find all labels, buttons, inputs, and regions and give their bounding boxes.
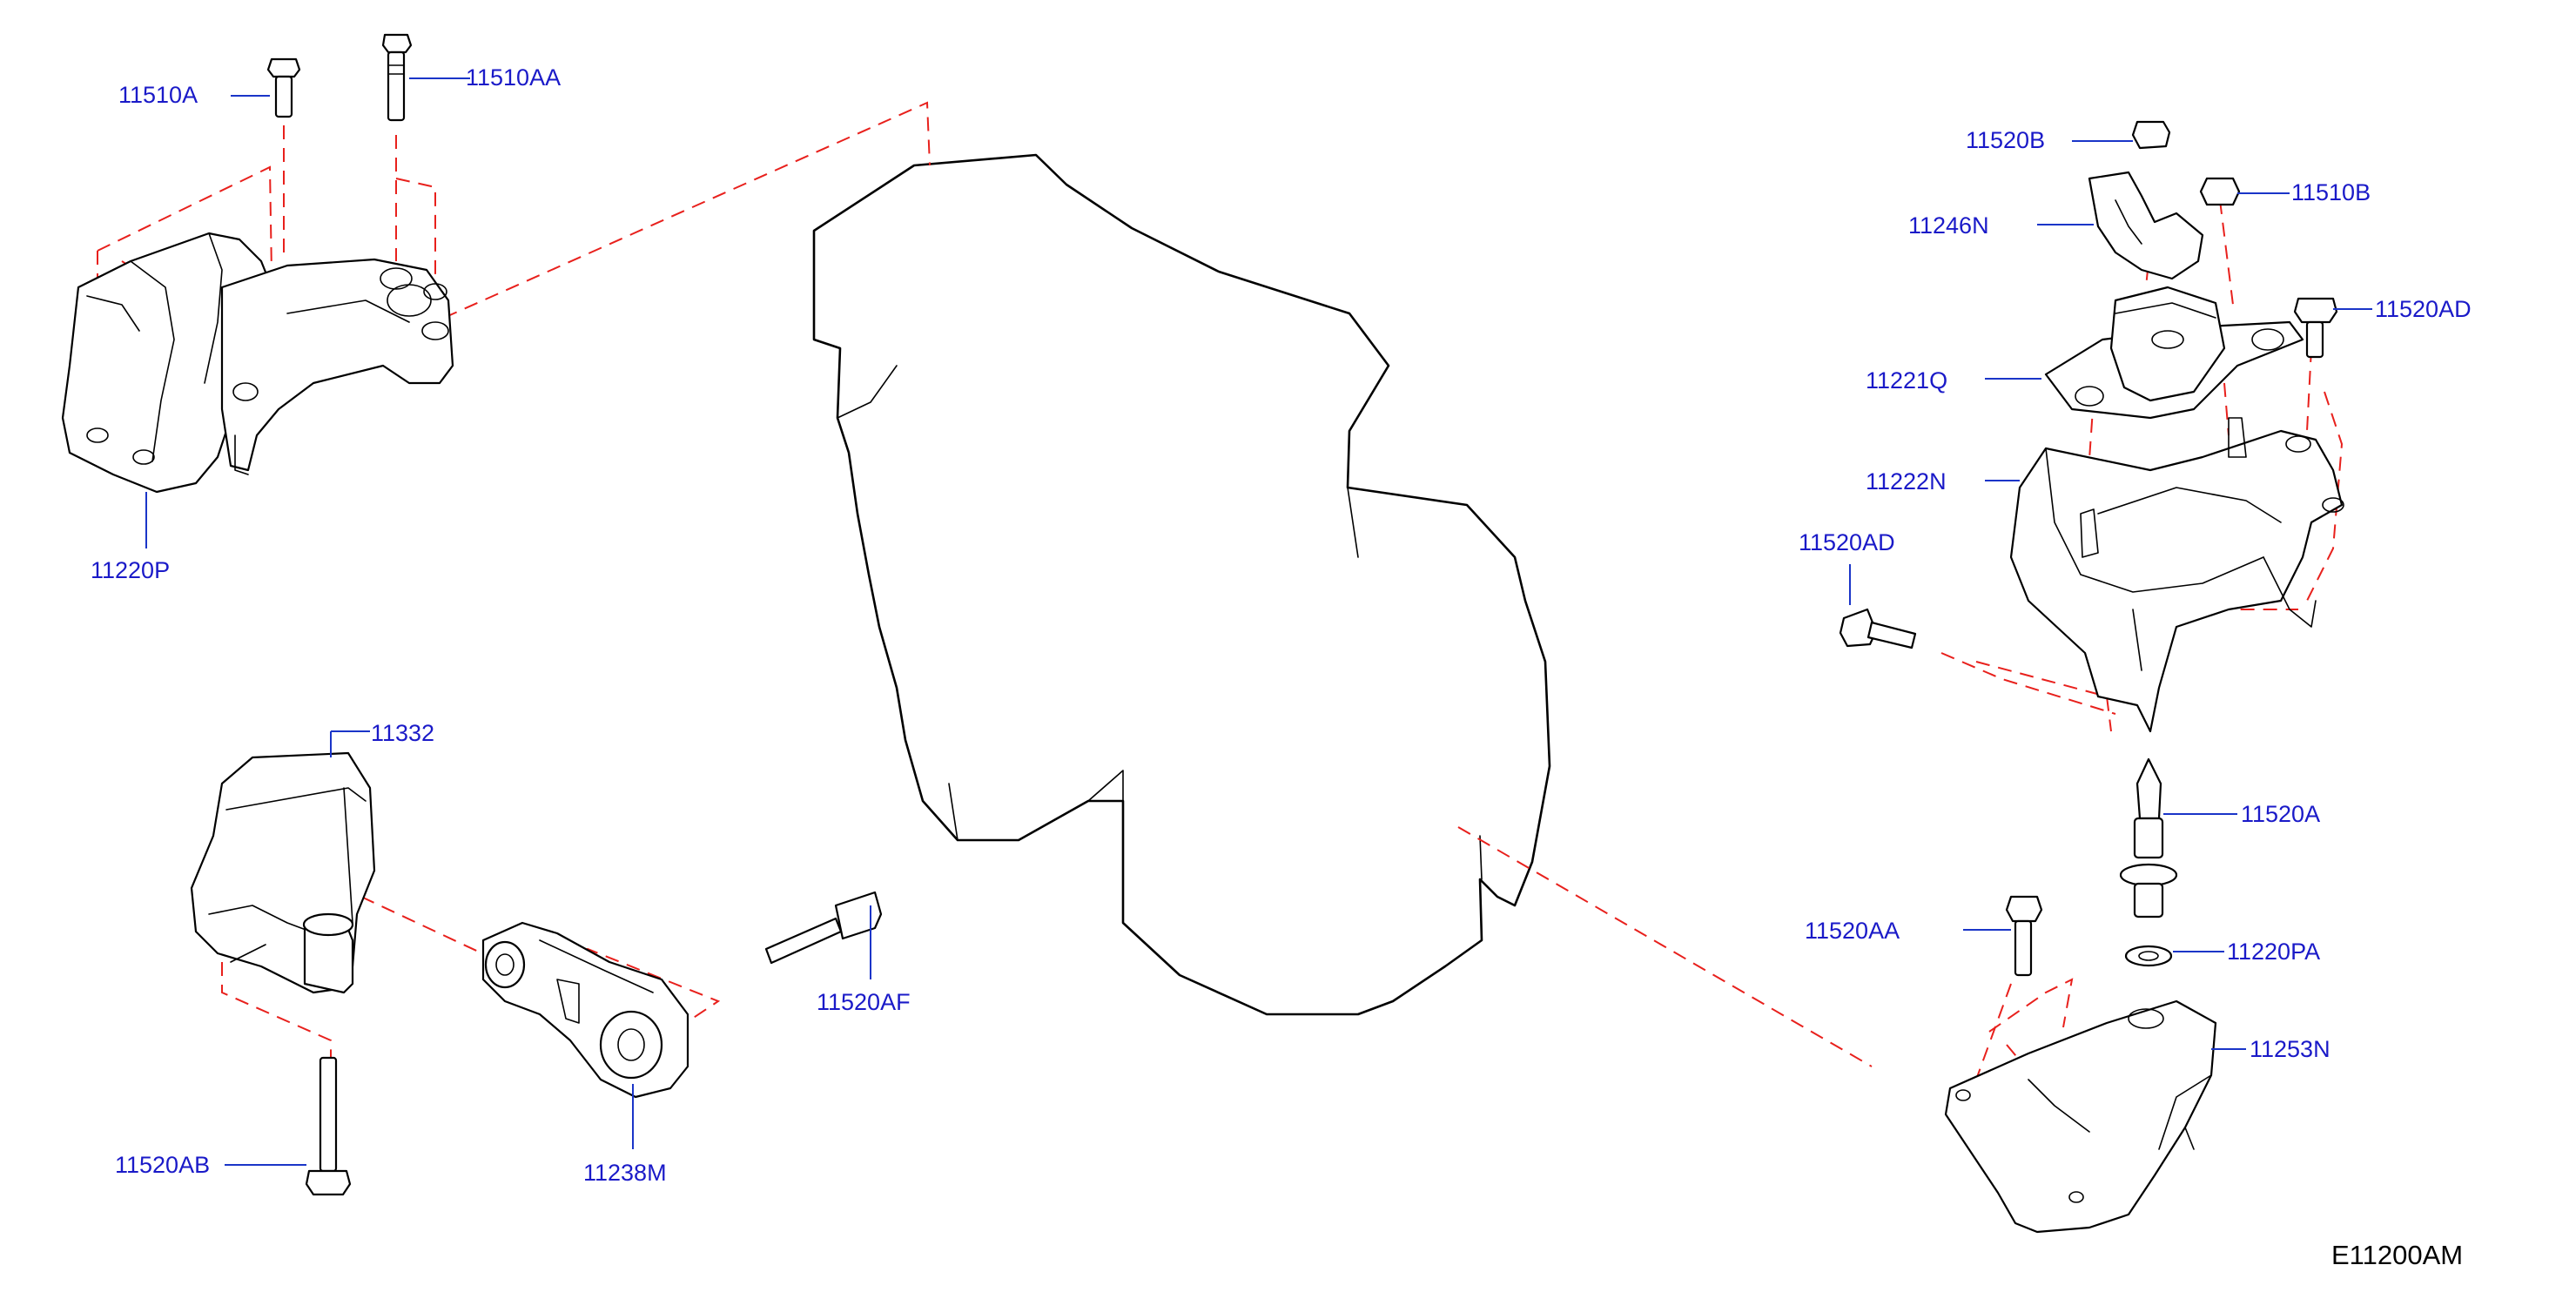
label-11520AF: 11520AF xyxy=(817,989,911,1015)
label-11510B: 11510B xyxy=(2291,179,2371,205)
label-11520B: 11520B xyxy=(1966,127,2045,153)
stud-11520A xyxy=(2119,757,2178,919)
washer-11220PA xyxy=(2124,945,2173,967)
label-11520AA: 11520AA xyxy=(1805,918,1900,944)
bolt-11520AB xyxy=(305,1056,352,1196)
bolt-11520AF xyxy=(764,891,883,965)
callout-leaders xyxy=(145,77,2372,1166)
label-11520AD-top: 11520AD xyxy=(2375,296,2472,322)
label-11222N: 11222N xyxy=(1866,468,1947,495)
nut-11520B xyxy=(2131,120,2171,150)
bolt-11520AA xyxy=(2005,895,2043,977)
bolt-11510A xyxy=(266,57,301,118)
bolt-11520AD-top xyxy=(2293,297,2338,359)
label-11220PA: 11220PA xyxy=(2227,939,2320,965)
label-11520AD-left: 11520AD xyxy=(1799,529,1895,555)
drawing-code: E11200AM xyxy=(2331,1240,2463,1270)
label-11220P: 11220P xyxy=(91,557,170,583)
stopper-11246N xyxy=(2088,171,2204,280)
nut-11510B xyxy=(2199,177,2241,206)
mount-insulator-11221Q xyxy=(2044,286,2304,420)
label-11520A: 11520A xyxy=(2241,801,2320,827)
label-11238M: 11238M xyxy=(583,1160,667,1186)
bolt-11520AD-left xyxy=(1839,608,1917,649)
label-11510AA: 11510AA xyxy=(466,64,561,91)
engine-silhouette xyxy=(812,153,1551,1016)
mount-bracket-11253N xyxy=(1944,999,2217,1234)
mount-bracket-11222N xyxy=(2009,417,2344,733)
torque-rod-11238M xyxy=(481,921,689,1099)
engine-mount-insulator-11332 xyxy=(190,751,376,994)
label-11221Q: 11221Q xyxy=(1866,367,1947,394)
label-11520AB: 11520AB xyxy=(115,1152,210,1178)
label-11510A: 11510A xyxy=(118,82,198,108)
label-11332: 11332 xyxy=(371,720,434,746)
label-11246N: 11246N xyxy=(1908,212,1989,239)
label-11253N: 11253N xyxy=(2250,1036,2331,1062)
callout-labels: 11510A 11510AA 11220P 11520B 11510B 1124… xyxy=(91,64,2472,1186)
engine-mount-bracket-11220P xyxy=(61,232,454,494)
bolt-11510AA xyxy=(381,33,413,122)
